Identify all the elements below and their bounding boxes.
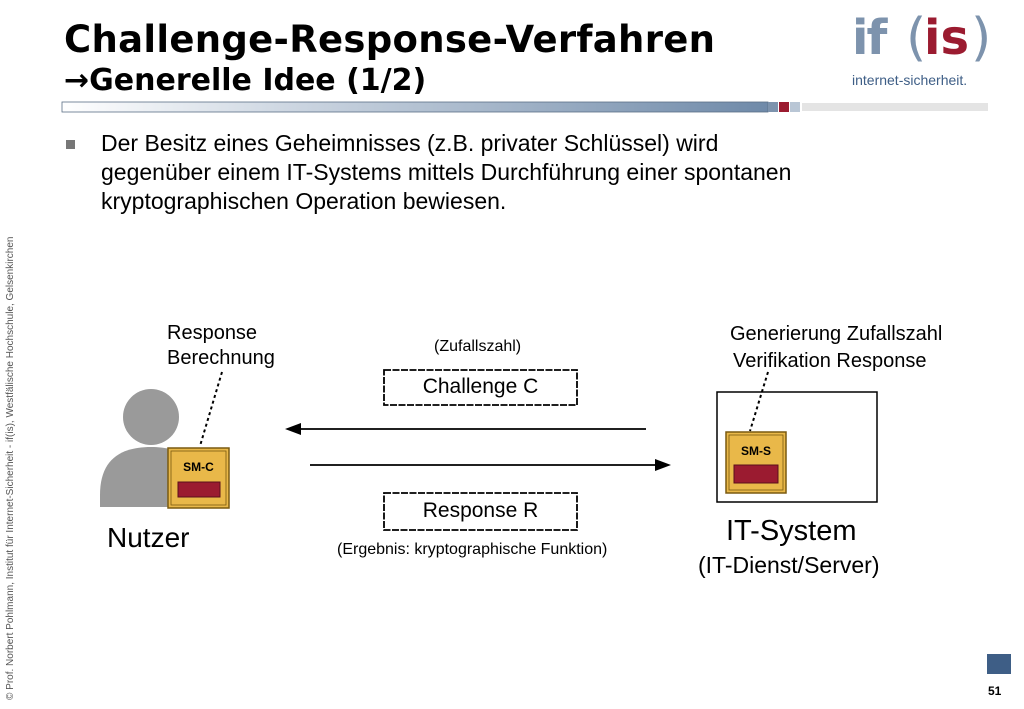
slide-subtitle: →Generelle Idee (1/2): [64, 63, 427, 98]
slide-title: Challenge-Response-Verfahren: [64, 18, 716, 61]
bullet-text: Der Besitz eines Geheimnisses (z.B. priv…: [101, 130, 792, 214]
header-decoration: [61, 101, 988, 113]
user-annotation: Response Berechnung: [167, 322, 275, 369]
server-annotation: Generierung Zufallszahl Verifikation Res…: [730, 323, 943, 372]
copyright-notice: © Prof. Norbert Pohlmann, Institut für I…: [5, 236, 16, 700]
logo-paren-close: ): [971, 8, 992, 68]
logo-subtitle: internet-sicherheit.: [852, 72, 968, 88]
response-note: (Ergebnis: kryptographische Funktion): [337, 541, 608, 558]
bullet-icon: [66, 140, 75, 149]
logo-is: is: [924, 10, 970, 66]
ifis-logo: if ( is ) internet-sicherheit.: [852, 8, 992, 90]
arrow-right-icon: →: [64, 63, 90, 98]
server-security-module: [725, 431, 787, 494]
response-arrow: [310, 459, 671, 471]
server-annotation-leader: [749, 371, 769, 432]
challenge-label: Challenge C: [422, 375, 539, 398]
header-bar-block: [790, 102, 800, 112]
challenge-note: (Zufallszahl): [434, 338, 522, 355]
server-sublabel: (IT-Dienst/Server): [698, 552, 880, 578]
user-security-module: [167, 447, 230, 509]
response-box: [383, 492, 578, 531]
challenge-arrow: [285, 423, 646, 435]
user-label: Nutzer: [107, 522, 190, 553]
header-bar-block: [768, 102, 778, 112]
server-module-label: SM-S: [741, 444, 771, 458]
user-module-label: SM-C: [183, 460, 214, 474]
header-bar-tail: [802, 103, 988, 111]
page-marker: [987, 654, 1011, 674]
header-bar-block-red: [779, 102, 789, 112]
logo-if: if: [852, 10, 887, 66]
response-label: Response R: [422, 499, 539, 522]
user-annotation-leader: [199, 371, 223, 447]
server-label: IT-System: [726, 515, 857, 547]
logo-paren-open: (: [906, 8, 927, 68]
challenge-box: [383, 369, 578, 406]
page-number: 51: [988, 684, 1002, 698]
